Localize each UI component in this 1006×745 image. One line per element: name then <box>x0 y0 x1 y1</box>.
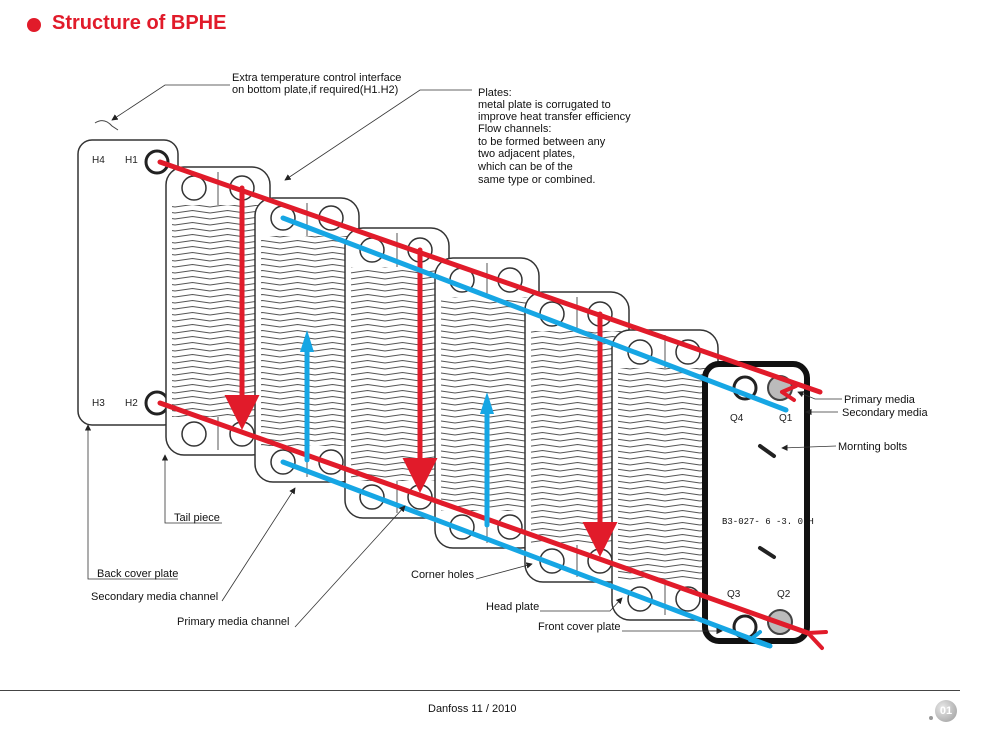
title-bullet <box>27 18 41 32</box>
plate <box>344 227 450 519</box>
svg-text:Flow channels:: Flow channels: <box>478 123 551 135</box>
plate <box>524 291 630 583</box>
port-label-h4: H4 <box>92 155 105 166</box>
label-front-cover-plate: Front cover plate <box>538 621 621 633</box>
svg-text:Extra temperature control inte: Extra temperature control interface <box>232 72 401 84</box>
port-label-q2: Q2 <box>777 589 791 600</box>
back-cover-plate: H4 H1 H3 H2 <box>77 120 179 426</box>
annotation-extra-temp: Extra temperature control interface on b… <box>232 72 401 96</box>
port-label-h2: H2 <box>125 398 138 409</box>
port-label-q1: Q1 <box>779 413 793 424</box>
label-primary-media: Primary media <box>844 394 916 406</box>
label-corner-holes: Corner holes <box>411 569 474 581</box>
svg-text:improve heat transfer efficien: improve heat transfer efficiency <box>478 111 631 123</box>
port-label-q4: Q4 <box>730 413 744 424</box>
port-label-q3: Q3 <box>727 589 741 600</box>
mounting-bolt-icon <box>758 444 776 458</box>
label-mounting-bolts: Mornting bolts <box>838 441 908 453</box>
footer-divider <box>0 690 960 691</box>
svg-text:metal plate is corrugated to: metal plate is corrugated to <box>478 99 611 111</box>
port-label-h1: H1 <box>125 155 138 166</box>
svg-text:which can be of the: which can be of the <box>477 161 573 173</box>
svg-text:same type or combined.: same type or combined. <box>478 174 595 186</box>
annotation-plates: Plates: metal plate is corrugated to imp… <box>477 87 631 186</box>
leader-lines <box>84 84 842 635</box>
label-secondary-media-channel: Secondary media channel <box>91 591 218 603</box>
svg-text:two adjacent plates,: two adjacent plates, <box>478 148 575 160</box>
port-label-h3: H3 <box>92 398 105 409</box>
svg-text:Plates:: Plates: <box>478 87 512 99</box>
secondary-media-flow <box>280 215 789 649</box>
page-dot <box>929 716 933 720</box>
label-tail-piece: Tail piece <box>174 512 220 524</box>
primary-media-flow <box>157 159 828 650</box>
page-number-badge: 01 <box>935 700 957 722</box>
svg-text:on bottom plate,if required(H1: on bottom plate,if required(H1.H2) <box>232 84 398 96</box>
svg-text:to be formed between any: to be formed between any <box>478 136 606 148</box>
bphe-exploded-diagram: H4 H1 H3 H2 <box>77 72 928 650</box>
mounting-bolt-icon <box>758 546 776 559</box>
front-cover-plate: Q4 Q1 Q3 Q2 B3-027- 6 -3. 0-H <box>702 361 814 644</box>
label-head-plate: Head plate <box>486 601 539 613</box>
footer-text: Danfoss 11 / 2010 <box>428 703 517 715</box>
label-primary-media-channel: Primary media channel <box>177 616 290 628</box>
label-back-cover-plate: Back cover plate <box>97 568 178 580</box>
model-code: B3-027- 6 -3. 0-H <box>722 517 814 527</box>
page-title: Structure of BPHE <box>52 12 227 34</box>
label-secondary-media: Secondary media <box>842 407 928 419</box>
